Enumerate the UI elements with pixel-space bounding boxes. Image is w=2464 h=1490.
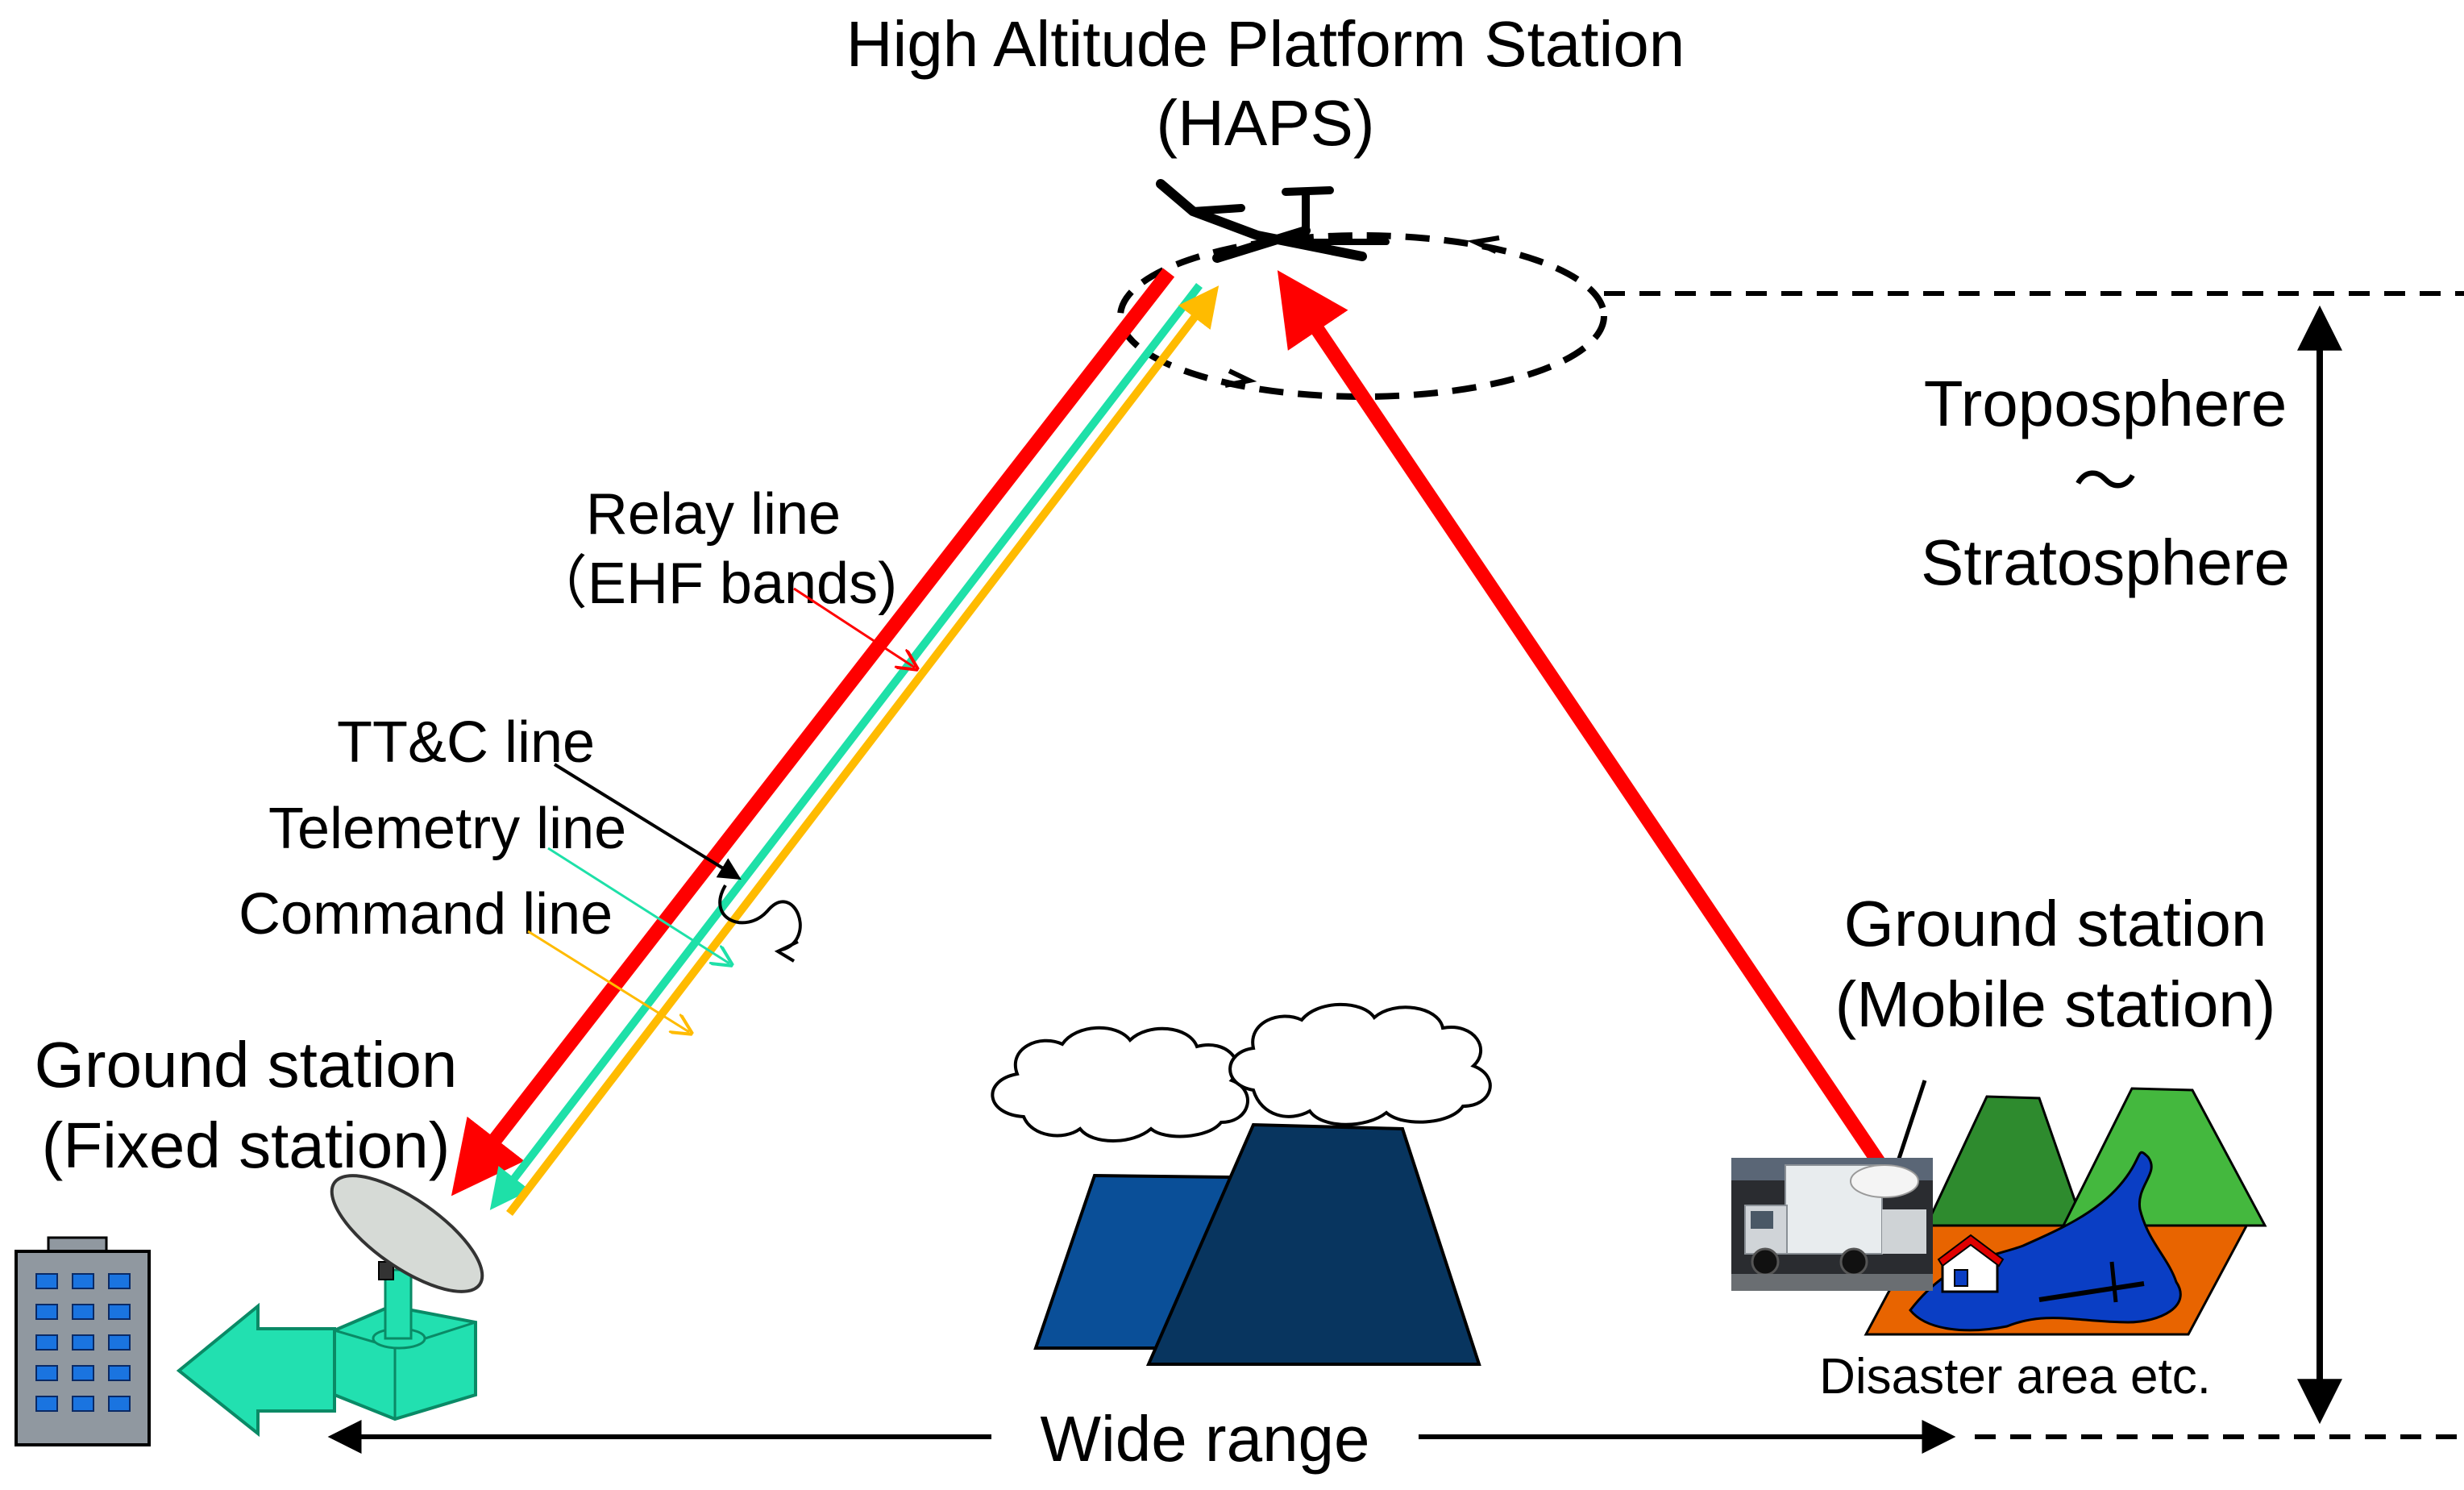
tilde-label: ～ (2073, 446, 2138, 518)
mobile-station-truck-icon (1731, 1158, 1933, 1291)
troposphere-label: Troposphere (1924, 368, 2287, 439)
polarization-rotation-icon (718, 884, 802, 951)
cloud-icon (991, 1002, 1492, 1142)
ttc-pointer (553, 763, 742, 880)
haps-abbrev: (HAPS) (1156, 87, 1374, 159)
stratosphere-label: Stratosphere (1921, 526, 2290, 598)
disaster-area-map-icon (1864, 1087, 2267, 1336)
relay-line (451, 268, 1175, 1197)
data-flow-arrow (176, 1302, 336, 1438)
telemetry-pointer (547, 847, 729, 964)
mobile-station-pointer (1896, 1080, 1927, 1162)
ttc-line-label: TT&C line (337, 710, 595, 775)
orbit-direction-arrow (1466, 235, 1500, 254)
parabolic-dish-antenna-icon (330, 1174, 484, 1421)
mountain-icon (1033, 1122, 1481, 1366)
mobile-station-label: Ground station (1844, 888, 2267, 959)
disaster-area-label: Disaster area etc. (1819, 1349, 2211, 1405)
command-line-label: Command line (239, 882, 613, 947)
command-line (506, 285, 1220, 1217)
command-pointer (527, 930, 689, 1032)
mobile-station-type-label: (Mobile station) (1835, 968, 2276, 1040)
office-building-icon (15, 1236, 151, 1446)
fixed-station-type-label: (Fixed station) (42, 1109, 451, 1181)
fixed-station-label: Ground station (35, 1029, 458, 1101)
haps-aircraft-icon (1156, 179, 1390, 263)
relay-pointer (793, 587, 915, 668)
telemetry-line-label: Telemetry line (268, 797, 626, 861)
haps-orbit (1117, 232, 1607, 400)
relay-line-label: Relay line (586, 482, 841, 547)
haps-title: High Altitude Platform Station (846, 8, 1685, 80)
relay-band-label: （EHF bands) (530, 551, 897, 616)
wide-range-label: Wide range (1040, 1403, 1369, 1475)
polarization-arrowhead (774, 940, 799, 963)
mobile-relay-line (1277, 270, 1893, 1178)
orbit-direction-arrow (1224, 368, 1257, 388)
telemetry-line (489, 282, 1203, 1210)
